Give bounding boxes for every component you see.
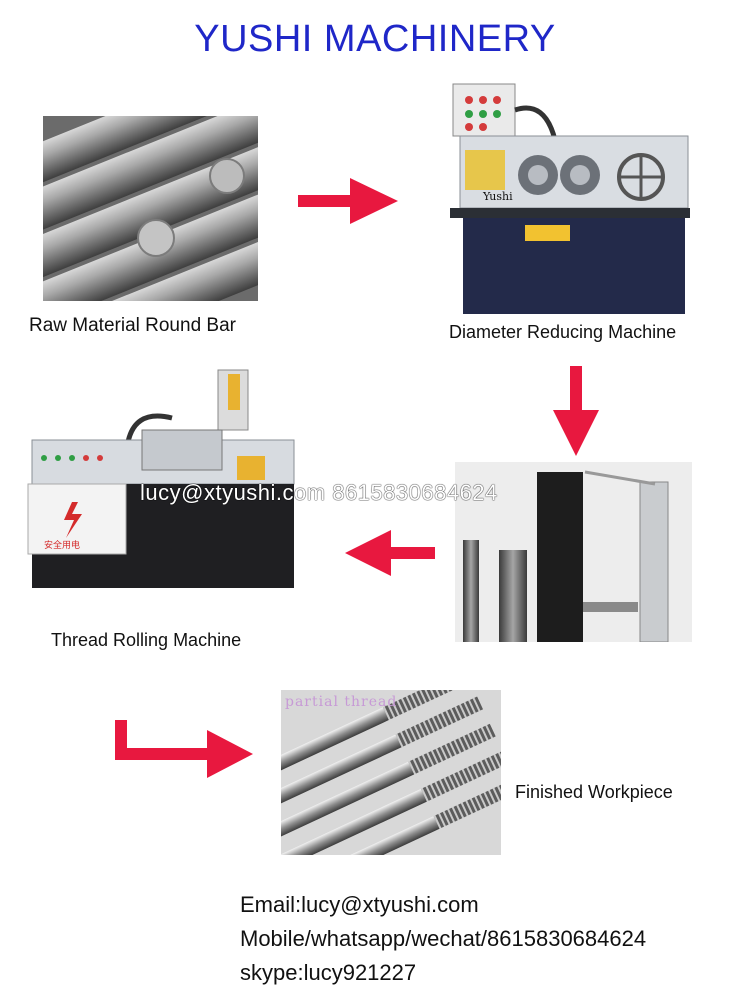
thread-rolling-caption: Thread Rolling Machine: [51, 630, 242, 650]
contact-block: Email:lucy@xtyushi.com Mobile/whatsapp/w…: [240, 888, 646, 990]
reduced-workpiece-photo: [455, 462, 692, 642]
contact-mobile: Mobile/whatsapp/wechat/8615830684624: [240, 926, 647, 951]
arrow-turn-right-icon: [115, 720, 253, 778]
svg-text:安全用电: 安全用电: [44, 539, 80, 551]
contact-email: Email:lucy@xtyushi.com: [240, 892, 479, 917]
diameter-reducing-caption: Diameter Reducing Machine: [449, 322, 677, 342]
partial-thread-label: partial thread: [285, 694, 398, 710]
arrow-left-icon: [345, 530, 435, 576]
finished-workpiece-caption: Finished Workpiece: [515, 782, 673, 802]
page-title: YUSHI MACHINERY: [194, 18, 556, 60]
arrow-down-icon: [553, 366, 599, 456]
diameter-reducing-machine-photo: [445, 80, 695, 320]
thread-rolling-machine-photo: 安全用电: [22, 368, 302, 590]
raw-material-caption: Raw Material Round Bar: [29, 315, 236, 336]
contact-watermark: lucy@xtyushi.com 8615830684624: [140, 480, 498, 505]
contact-skype: skype:lucy921227: [240, 960, 417, 985]
raw-material-photo: [43, 116, 258, 301]
arrow-right-icon: [298, 178, 398, 224]
machine-brand-label: Yushi: [483, 190, 513, 203]
finished-workpiece-photo: [281, 690, 501, 855]
